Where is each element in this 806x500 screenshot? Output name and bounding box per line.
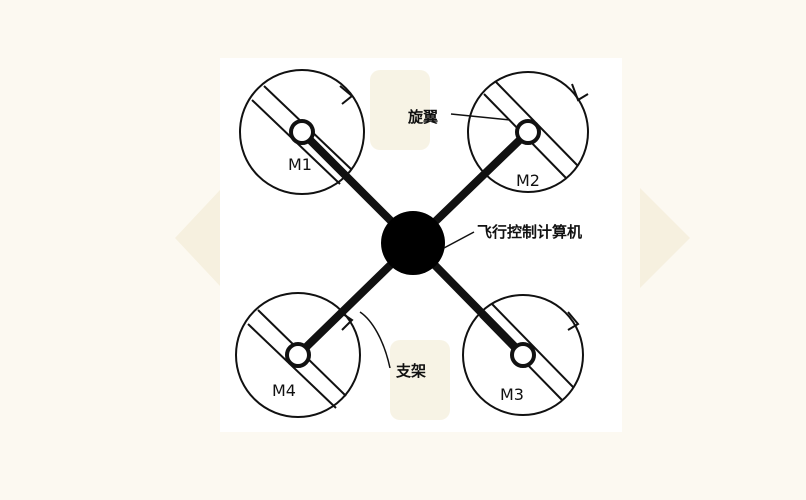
motor-label-m4: M4	[272, 381, 296, 400]
leader-flight-computer	[443, 231, 475, 249]
watermark	[175, 70, 690, 420]
rotation-arrow-icon	[339, 85, 354, 105]
rotation-arrow-icon	[571, 83, 589, 102]
callout-arm: 支架	[395, 362, 426, 380]
motor-label-m1: M1	[288, 155, 312, 174]
rotation-arrow-icon	[567, 311, 580, 331]
motor-hub-m3	[510, 342, 536, 368]
motor-hub-m1	[289, 119, 315, 145]
callout-flight-computer: 飞行控制计算机	[477, 223, 582, 241]
leader-rotor	[450, 113, 511, 121]
motor-hub-m4	[285, 342, 311, 368]
flight-computer	[381, 211, 445, 275]
leader-arm	[359, 311, 391, 369]
motor-label-m2: M2	[516, 171, 540, 190]
motor-label-m3: M3	[500, 385, 524, 404]
callout-rotor: 旋翼	[407, 108, 438, 126]
motor-hub-m2	[515, 119, 541, 145]
